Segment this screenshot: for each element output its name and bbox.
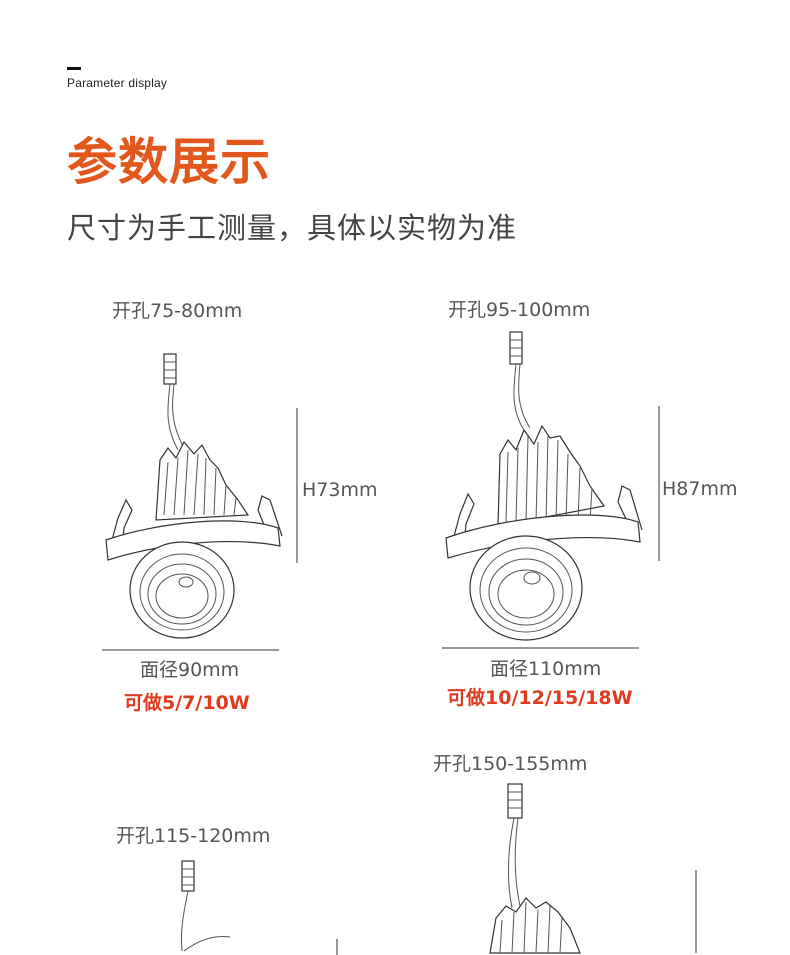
lamp-head bbox=[129, 541, 235, 639]
product-2-wattage: 可做10/12/15/18W bbox=[447, 687, 633, 709]
trim-ring bbox=[105, 520, 281, 561]
connector-icon bbox=[507, 783, 523, 909]
product-3-illustration bbox=[181, 860, 338, 955]
connector-icon bbox=[181, 860, 195, 952]
product-2-illustration bbox=[442, 331, 660, 649]
product-1-wattage: 可做5/7/10W bbox=[124, 692, 250, 714]
header-dash bbox=[67, 67, 81, 70]
page-subtitle: 尺寸为手工测量，具体以实物为准 bbox=[67, 211, 518, 245]
heatsink-edge bbox=[183, 936, 231, 952]
product-3-cutout: 开孔115-120mm bbox=[116, 825, 271, 847]
heatsink-fins bbox=[155, 440, 250, 521]
product-1-illustration bbox=[102, 353, 298, 651]
page-title: 参数展示 bbox=[67, 133, 271, 191]
product-2-face-diameter: 面径110mm bbox=[490, 658, 602, 680]
product-1-face-diameter: 面径90mm bbox=[140, 659, 240, 681]
eyebrow-text: Parameter display bbox=[67, 76, 168, 90]
heatsink-fins bbox=[497, 424, 606, 527]
product-1-cutout: 开孔75-80mm bbox=[112, 300, 243, 322]
connector-icon bbox=[509, 331, 531, 431]
product-2-height: H87mm bbox=[662, 478, 738, 500]
lamp-head bbox=[469, 535, 583, 641]
product-2-cutout: 开孔95-100mm bbox=[448, 299, 591, 321]
product-4-cutout: 开孔150-155mm bbox=[433, 753, 588, 775]
product-1-height: H73mm bbox=[302, 479, 378, 501]
heatsink-fins bbox=[489, 897, 581, 954]
connector-icon bbox=[163, 353, 185, 451]
product-4-illustration bbox=[489, 783, 697, 954]
